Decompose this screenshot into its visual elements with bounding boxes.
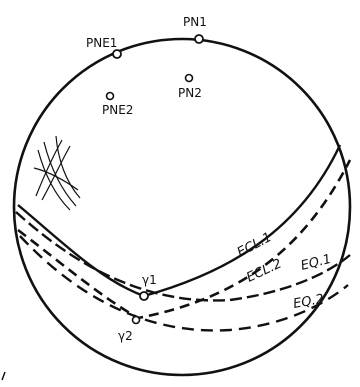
point-pn1-marker bbox=[195, 35, 203, 43]
label-pne1: PNE1 bbox=[86, 36, 117, 50]
point-gamma1-marker bbox=[140, 292, 148, 300]
point-pne1-marker bbox=[113, 50, 121, 58]
label-gamma2: γ2 bbox=[118, 329, 133, 343]
label-eq2: EQ.2 bbox=[292, 292, 325, 312]
ecliptic-1-curve bbox=[18, 145, 340, 296]
point-gamma2-marker bbox=[133, 317, 140, 324]
hatch-marks bbox=[34, 136, 80, 210]
label-gamma1: γ1 bbox=[142, 273, 157, 287]
point-pne2-marker bbox=[107, 93, 114, 100]
point-pn2-marker bbox=[186, 75, 193, 82]
label-ecl1: ECL.1 bbox=[235, 230, 275, 261]
label-pne2: PNE2 bbox=[102, 103, 133, 117]
equator-1-curve bbox=[16, 212, 350, 300]
label-pn2: PN2 bbox=[178, 86, 202, 100]
corner-mark bbox=[2, 372, 5, 380]
label-pn1: PN1 bbox=[183, 15, 207, 29]
label-ecl2: ECL.2 bbox=[244, 256, 284, 285]
